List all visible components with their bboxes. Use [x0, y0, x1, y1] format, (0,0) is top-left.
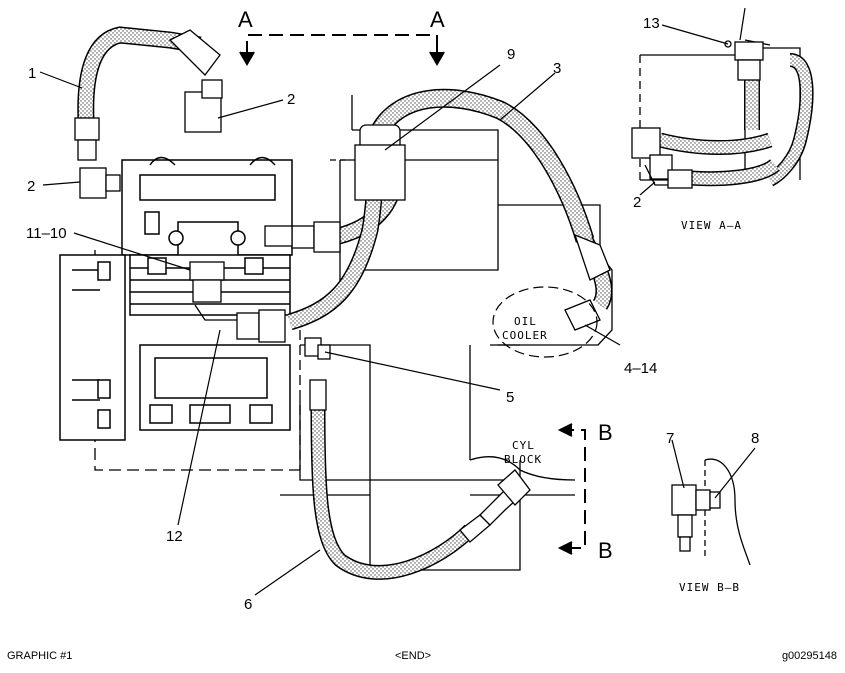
cyl-block-label-line2: BLOCK — [504, 453, 542, 466]
section-b-b-line — [557, 423, 586, 555]
oil-cooler-outline — [492, 286, 598, 358]
section-a-a-line — [239, 34, 445, 66]
callout-12: 12 — [166, 528, 183, 545]
view-a-a-inset — [631, 39, 814, 189]
view-a-a-caption: VIEW A–A — [681, 219, 742, 232]
callout-11-10: 11–10 — [26, 225, 67, 242]
callout-9: 9 — [507, 46, 515, 63]
callout-2-top: 2 — [287, 91, 295, 108]
end-marker: <END> — [395, 650, 432, 662]
callout-2-left: 2 — [27, 178, 35, 195]
callout-3: 3 — [553, 60, 561, 77]
hose-lines — [77, 26, 613, 580]
fittings — [74, 29, 611, 543]
oil-cooler-label-line2: COOLER — [502, 329, 548, 342]
cyl-block-label-line1: CYL — [512, 439, 535, 452]
oil-cooler-label-line1: OIL — [514, 315, 537, 328]
callout-13: 13 — [643, 15, 660, 32]
callout-5: 5 — [506, 389, 514, 406]
callout-1: 1 — [28, 65, 36, 82]
air-compressor — [59, 156, 293, 441]
view-b-b-inset — [671, 458, 751, 566]
callout-7: 7 — [666, 430, 674, 447]
section-label-b-top: B — [598, 420, 613, 445]
section-label-a-right: A — [430, 7, 445, 32]
leader-lines — [39, 7, 756, 596]
section-label-a-left: A — [238, 7, 253, 32]
section-label-b-bottom: B — [598, 538, 613, 563]
callout-6: 6 — [244, 596, 252, 613]
callout-4-14: 4–14 — [624, 360, 657, 377]
view-b-b-caption: VIEW B–B — [679, 581, 740, 594]
graphic-number: GRAPHIC #1 — [7, 650, 73, 662]
callout-2-view-aa: 2 — [633, 194, 641, 211]
graphic-id: g00295148 — [781, 650, 837, 662]
callout-8: 8 — [751, 430, 759, 447]
